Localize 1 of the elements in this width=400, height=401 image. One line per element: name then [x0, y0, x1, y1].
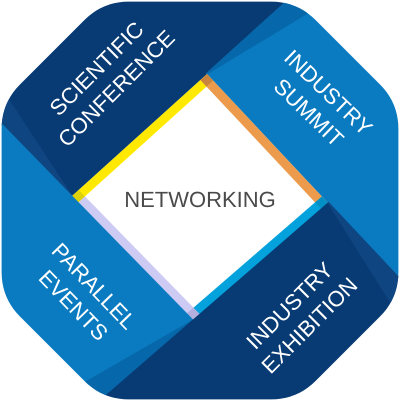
center-label: NETWORKING: [124, 188, 276, 212]
